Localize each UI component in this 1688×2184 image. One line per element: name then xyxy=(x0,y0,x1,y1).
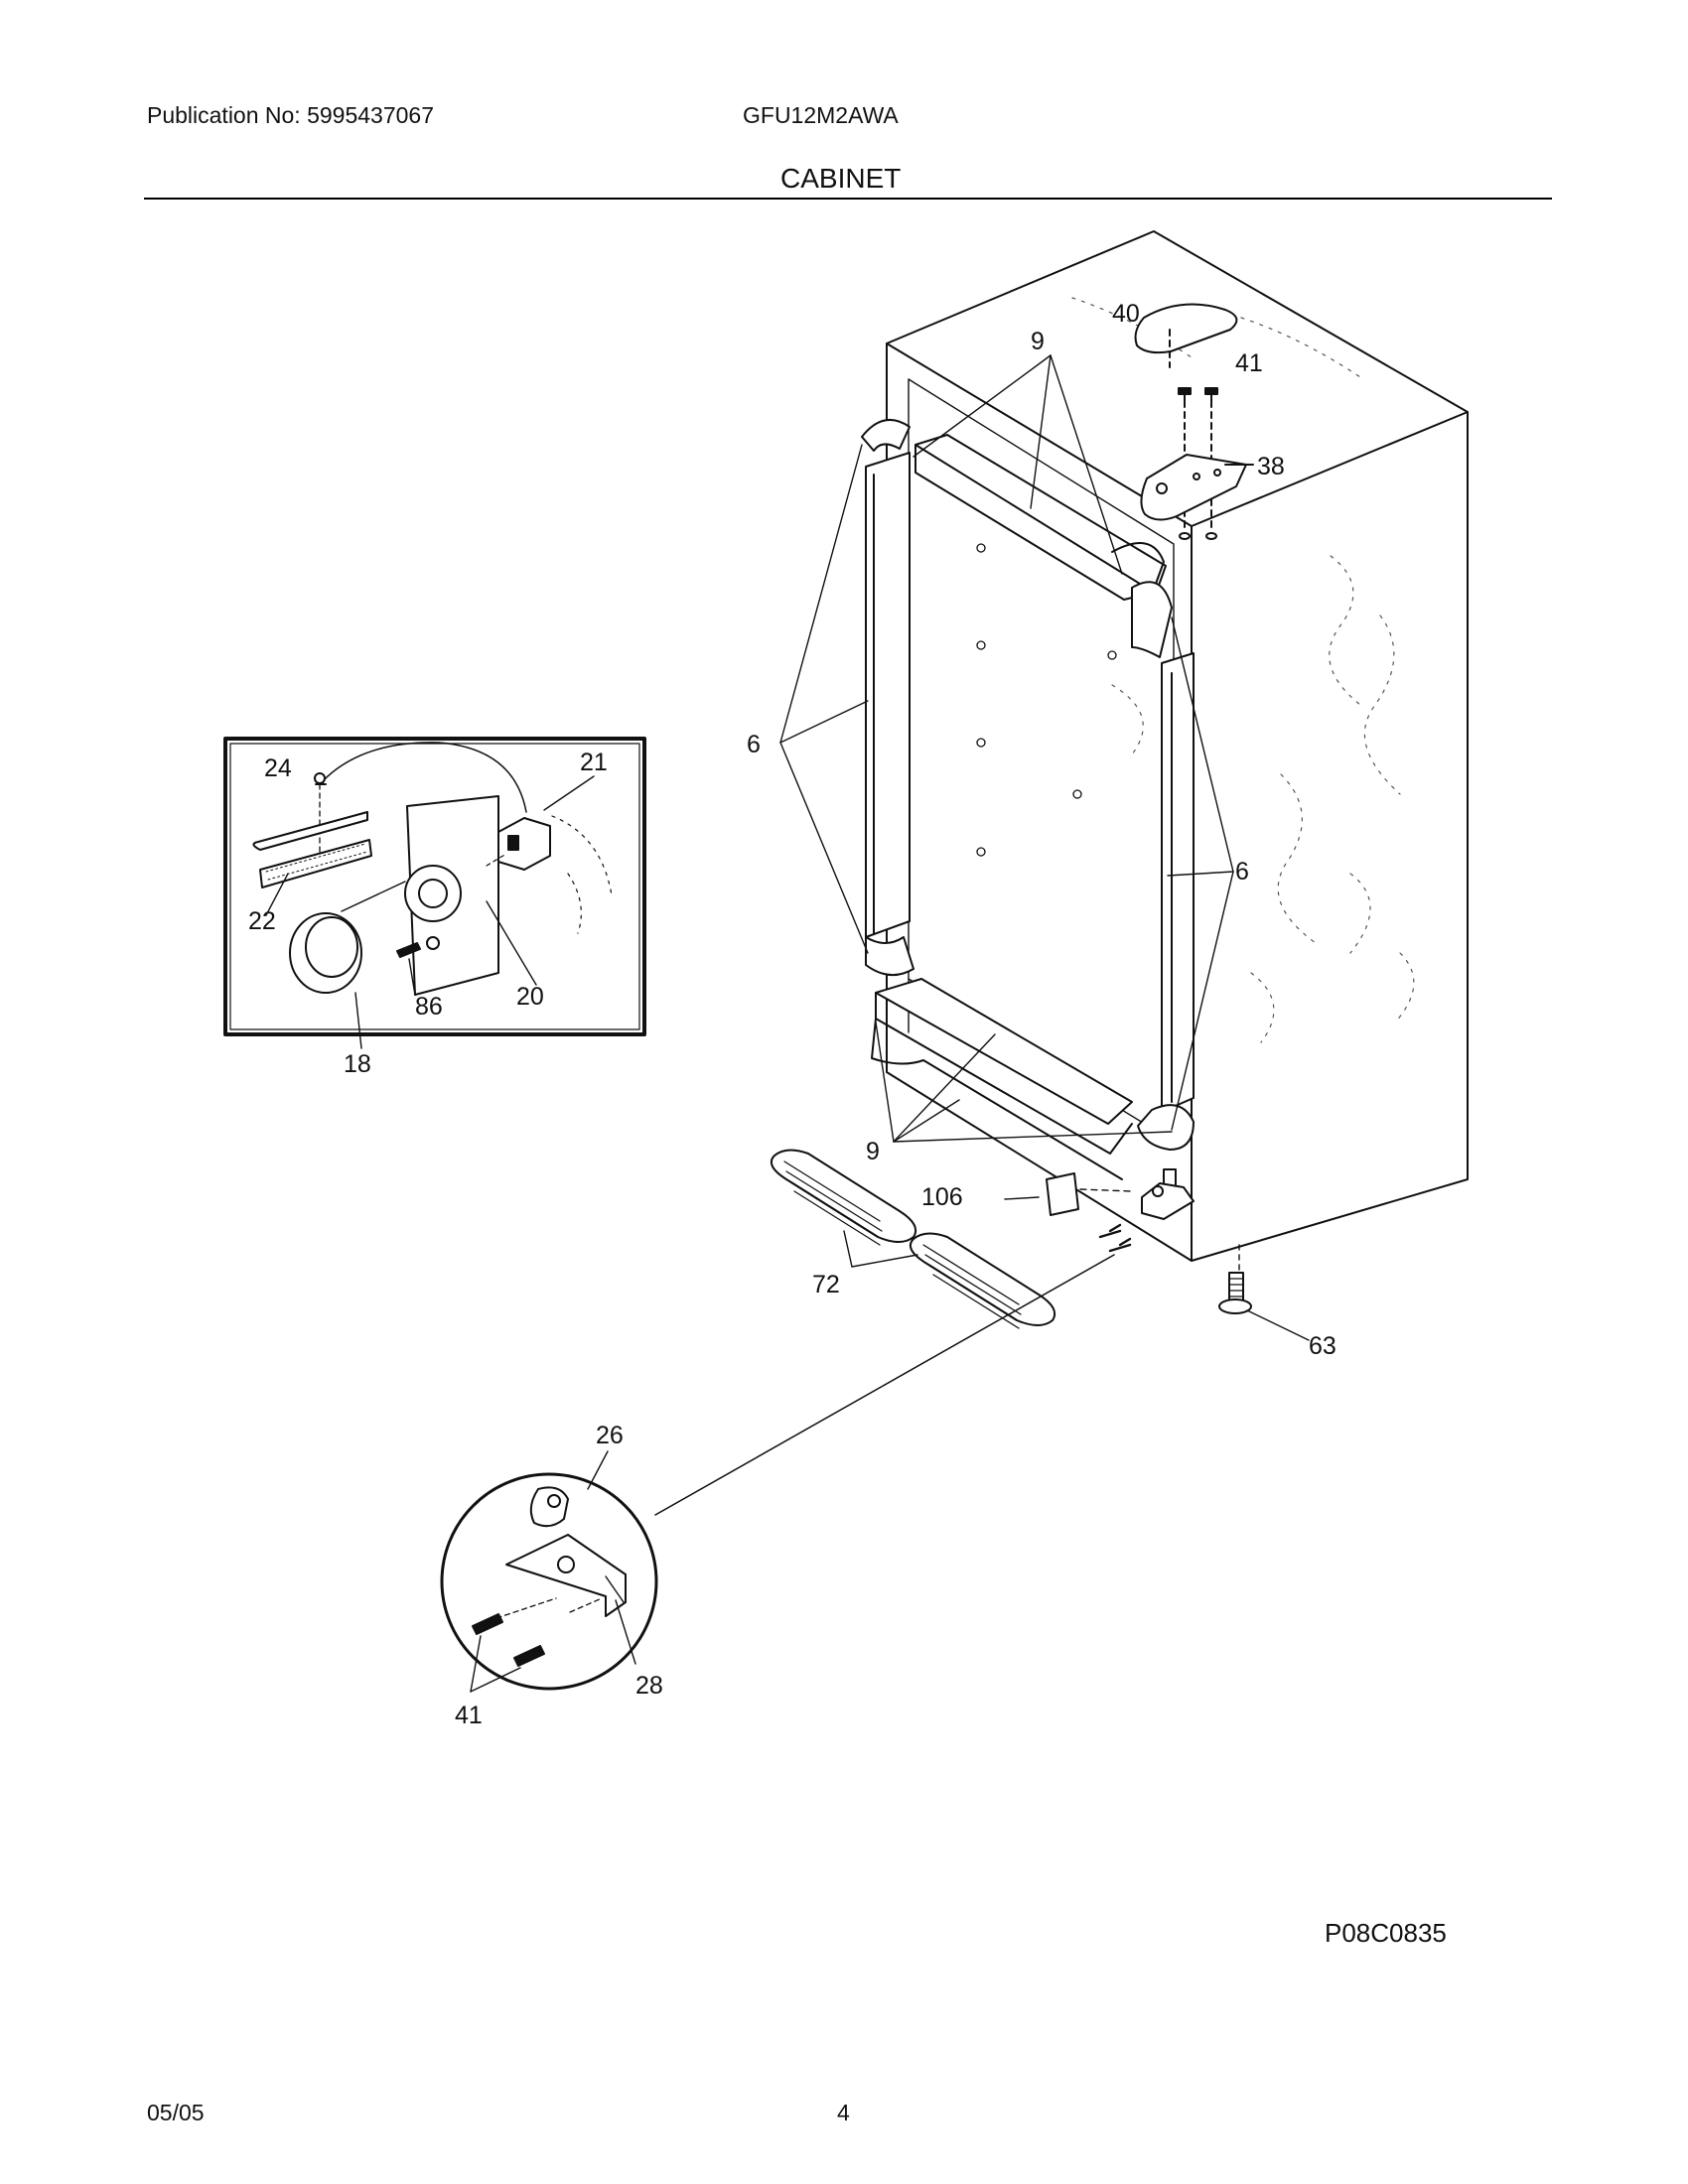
publication-number: Publication No: 5995437067 xyxy=(147,102,435,128)
header-rule xyxy=(144,198,1552,200)
callout-6: 6 xyxy=(747,731,761,758)
model-number: GFU12M2AWA xyxy=(743,102,899,128)
callout-63: 63 xyxy=(1309,1332,1336,1360)
page-date: 05/05 xyxy=(147,2100,205,2125)
callout-22: 22 xyxy=(248,907,276,935)
callout-28: 28 xyxy=(635,1672,663,1700)
callout-86: 86 xyxy=(415,993,443,1021)
top-hinge-assembly xyxy=(1134,303,1254,540)
callout-26: 26 xyxy=(596,1422,624,1449)
shim-106 xyxy=(1046,1172,1079,1216)
bottom-hinge-area xyxy=(1004,1168,1195,1253)
hinge-screw-41d xyxy=(513,1645,545,1667)
callout-41: 41 xyxy=(1235,349,1263,377)
callout-leaders xyxy=(779,354,1234,1143)
grille-leaders xyxy=(843,1230,918,1268)
callout-9: 9 xyxy=(866,1138,880,1165)
callout-38: 38 xyxy=(1257,453,1285,480)
callout-labels: 6 6 9 9 40 41 38 106 72 63 26 41 28 24 2… xyxy=(248,300,1336,1729)
callout-24: 24 xyxy=(264,754,292,782)
light-assembly-inset xyxy=(223,737,646,1049)
gasket-right-6 xyxy=(1131,581,1195,1151)
page-number: 4 xyxy=(837,2100,850,2125)
callout-20: 20 xyxy=(516,983,544,1011)
leveling-leg-63 xyxy=(1218,1244,1310,1341)
bottom-hinge-magnifier xyxy=(440,1450,658,1693)
callout-18: 18 xyxy=(344,1050,371,1078)
callout-41: 41 xyxy=(455,1702,483,1729)
hinge-pin-26 xyxy=(529,1486,569,1528)
callout-40: 40 xyxy=(1112,300,1140,328)
gasket-left-6 xyxy=(861,418,914,976)
callout-21: 21 xyxy=(580,749,608,776)
gasket-bottom-9 xyxy=(871,978,1133,1180)
hinge-screw-41c xyxy=(472,1613,503,1635)
callout-72: 72 xyxy=(812,1271,840,1298)
callout-6: 6 xyxy=(1235,858,1249,886)
callout-106: 106 xyxy=(921,1183,963,1211)
hinge-screw-41b xyxy=(1204,387,1218,407)
grille-72-upper xyxy=(771,1149,917,1246)
hinge-cover-40 xyxy=(1134,303,1238,354)
section-title: CABINET xyxy=(780,163,902,194)
grille-72-lower xyxy=(910,1232,1056,1329)
drawing-code: P08C0835 xyxy=(1325,1918,1447,1948)
magnifier-leader xyxy=(654,1254,1115,1516)
bottom-hinge-28 xyxy=(505,1534,627,1617)
hinge-screw-41a xyxy=(1178,387,1192,407)
callout-9: 9 xyxy=(1031,328,1045,355)
